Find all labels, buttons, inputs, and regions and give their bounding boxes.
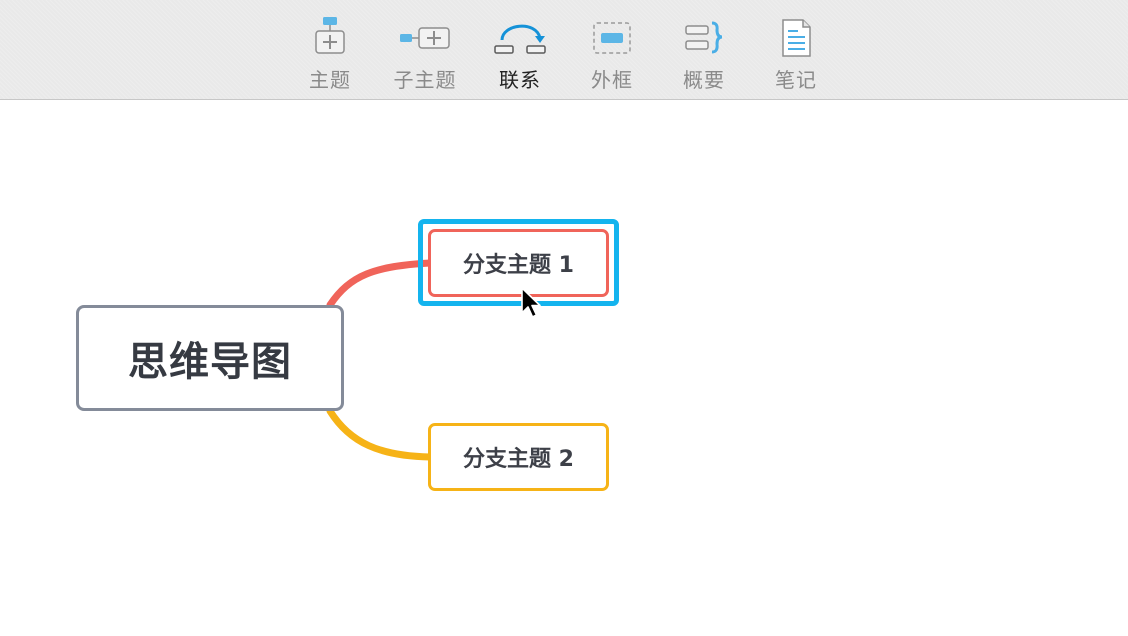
toolbar: 主题 子主题 联系 外框: [0, 0, 1128, 100]
central-topic[interactable]: 思维导图: [76, 305, 344, 411]
branch-connectors: [326, 259, 434, 461]
toolbar-summary-button[interactable]: 概要: [662, 14, 746, 94]
toolbar-boundary-button[interactable]: 外框: [570, 14, 654, 94]
relationship-icon: [494, 24, 546, 54]
summary-icon: [685, 21, 723, 54]
toolbar-relationship-button[interactable]: 联系: [478, 14, 562, 94]
mindmap-canvas[interactable]: 思维导图 分支主题 1 分支主题 2: [0, 100, 1128, 636]
branch-topic-2[interactable]: 分支主题 2: [428, 423, 609, 491]
connector-branch-2: [326, 407, 434, 461]
toolbar-note-label: 笔记: [775, 68, 817, 92]
selection-highlight: [418, 219, 619, 306]
toolbar-relationship-label: 联系: [499, 68, 541, 92]
toolbar-topic-button[interactable]: 主题: [288, 14, 372, 94]
toolbar-boundary-label: 外框: [591, 68, 633, 92]
toolbar-note-button[interactable]: 笔记: [754, 14, 838, 94]
toolbar-subtopic-button[interactable]: 子主题: [383, 14, 467, 94]
toolbar-subtopic-label: 子主题: [393, 68, 457, 92]
connector-branch-1: [326, 259, 434, 309]
note-icon: [782, 19, 811, 57]
topic-icon: [315, 17, 345, 54]
toolbar-topic-label: 主题: [309, 68, 351, 92]
toolbar-summary-label: 概要: [683, 68, 725, 92]
boundary-icon: [593, 22, 631, 54]
subtopic-icon: [400, 27, 450, 49]
branch-topic-1[interactable]: 分支主题 1: [428, 229, 609, 297]
mouse-pointer-icon: [521, 287, 541, 318]
